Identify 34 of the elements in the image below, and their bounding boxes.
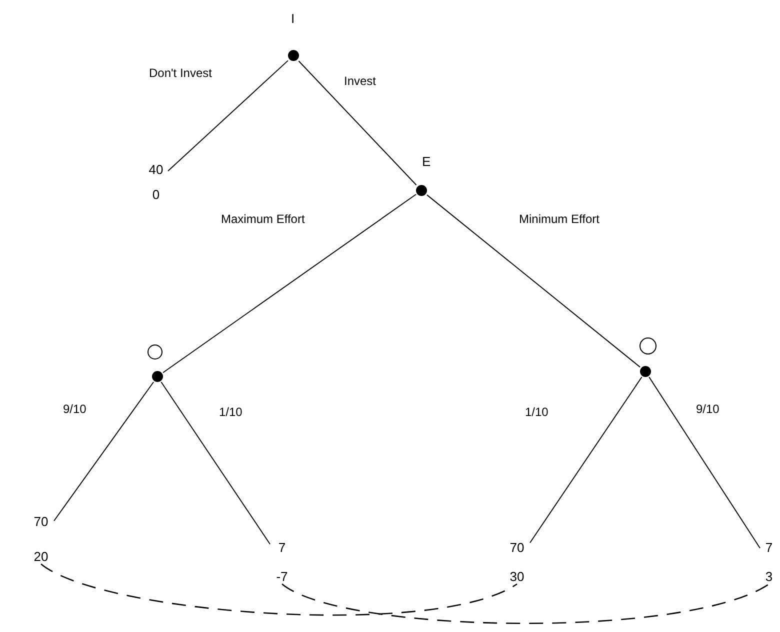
branch-line <box>298 60 417 186</box>
payoff-value: 3 <box>765 569 773 584</box>
edge-label: 1/10 <box>524 405 550 419</box>
edge-label: 9/10 <box>695 402 720 416</box>
branch-line <box>168 60 288 172</box>
player-label: E <box>421 155 432 169</box>
edge-label: 9/10 <box>62 402 88 416</box>
decision-dot <box>288 50 299 61</box>
branch-line <box>426 194 640 368</box>
payoff-value: 70 <box>34 514 48 529</box>
dashed-curve <box>40 563 518 616</box>
edge-label: Invest <box>343 74 378 88</box>
branch-line <box>160 382 270 545</box>
branch-line <box>648 376 760 549</box>
edge-label: Maximum Effort <box>220 212 306 226</box>
branch-line <box>162 194 416 374</box>
branch-line <box>530 376 642 544</box>
payoff-value: 0 <box>152 187 160 202</box>
payoff-value: 40 <box>148 162 164 177</box>
payoff-value: 7 <box>765 540 773 555</box>
payoff-value: 70 <box>510 540 524 555</box>
edge-label: Minimum Effort <box>518 212 600 226</box>
branch-line <box>54 382 154 522</box>
edge-label: Don't Invest <box>148 66 213 80</box>
payoff-value: 7 <box>278 540 286 555</box>
decision-dot <box>152 371 163 382</box>
decision-dot <box>640 366 651 377</box>
player-label: I <box>290 12 296 26</box>
edge-label: 1/10 <box>218 405 244 419</box>
payoff-value: -7 <box>276 569 288 584</box>
decision-dot <box>416 185 427 196</box>
payoff-value: 20 <box>34 549 48 564</box>
payoff-value: 30 <box>510 569 524 584</box>
dashed-curve <box>282 583 770 624</box>
